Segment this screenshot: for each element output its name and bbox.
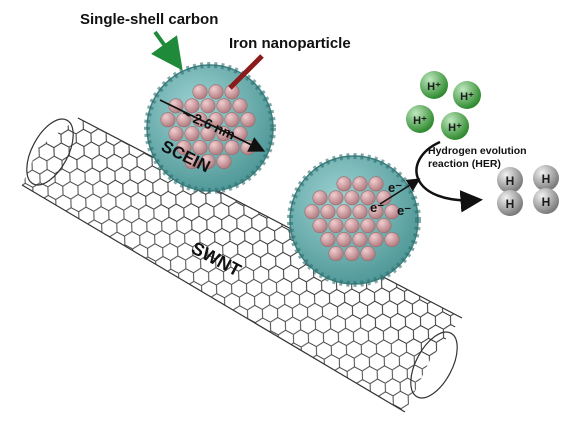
- iron-atom: [200, 154, 216, 170]
- iron-atom: [320, 232, 336, 248]
- iron-atom: [328, 246, 344, 262]
- iron-nanoparticle-label: Iron nanoparticle: [229, 35, 351, 52]
- hydrogen-molecules: H H H H: [497, 165, 559, 216]
- iron-atom: [376, 190, 392, 206]
- iron-atom: [376, 218, 392, 234]
- iron-atom: [352, 232, 368, 248]
- iron-atom: [192, 84, 208, 100]
- iron-atom: [368, 176, 384, 192]
- iron-pointer-line: [228, 54, 264, 90]
- iron-atom: [312, 218, 328, 234]
- iron-atom: [384, 204, 400, 220]
- iron-atom: [200, 98, 216, 114]
- her-label-line2: reaction (HER): [428, 158, 501, 170]
- iron-atom: [184, 98, 200, 114]
- electron-label: e⁻: [397, 203, 411, 218]
- hydrogen-atom-label: H: [542, 195, 551, 209]
- iron-atom: [360, 218, 376, 234]
- single-shell-carbon-label: Single-shell carbon: [80, 11, 218, 28]
- iron-core-upper: [160, 84, 256, 170]
- shell-pointer-arrow: [151, 30, 183, 71]
- iron-atom: [184, 126, 200, 142]
- iron-atom: [232, 98, 248, 114]
- iron-atom: [360, 190, 376, 206]
- iron-atom: [192, 140, 208, 156]
- iron-atom: [224, 112, 240, 128]
- scein-particle-lower: [287, 153, 421, 287]
- protons-group: H⁺ H⁺ H⁺ H⁺: [406, 71, 481, 140]
- iron-atom: [208, 84, 224, 100]
- hydrogen-atom-label: H: [542, 172, 551, 186]
- electron-transfer-arrow: [379, 178, 421, 205]
- iron-atom: [176, 140, 192, 156]
- iron-atom: [200, 126, 216, 142]
- iron-atom: [360, 246, 376, 262]
- proton-label: H⁺: [427, 81, 441, 93]
- iron-atom: [384, 232, 400, 248]
- iron-atom: [336, 204, 352, 220]
- iron-atom: [336, 232, 352, 248]
- iron-atom: [304, 204, 320, 220]
- iron-atom: [344, 190, 360, 206]
- proton-label: H⁺: [460, 91, 474, 103]
- iron-atom: [312, 190, 328, 206]
- iron-atom: [344, 246, 360, 262]
- proton-label: H⁺: [413, 115, 427, 127]
- iron-atom: [216, 154, 232, 170]
- iron-atom: [368, 232, 384, 248]
- iron-atom: [224, 140, 240, 156]
- iron-atom: [320, 204, 336, 220]
- iron-atom: [160, 112, 176, 128]
- hydrogen-atom-label: H: [506, 197, 515, 211]
- scein-particle-upper: [144, 62, 276, 194]
- iron-atom: [368, 204, 384, 220]
- her-label-line1: Hydrogen evolution: [428, 145, 527, 157]
- iron-atom: [344, 218, 360, 234]
- iron-atom: [168, 126, 184, 142]
- iron-atom: [184, 154, 200, 170]
- iron-atom: [352, 204, 368, 220]
- iron-atom: [328, 190, 344, 206]
- iron-atom: [208, 140, 224, 156]
- size-measurement-arrow: [159, 99, 266, 152]
- iron-atom: [216, 98, 232, 114]
- hydrogen-atom-label: H: [506, 174, 515, 188]
- iron-core-lower: [304, 176, 400, 262]
- iron-atom: [352, 176, 368, 192]
- swnt-nanotube: [21, 117, 463, 413]
- her-arrow: [415, 140, 483, 213]
- proton-label: H⁺: [448, 122, 462, 134]
- iron-atom: [240, 112, 256, 128]
- iron-atom: [328, 218, 344, 234]
- iron-atom: [336, 176, 352, 192]
- electron-label: e⁻: [388, 180, 402, 195]
